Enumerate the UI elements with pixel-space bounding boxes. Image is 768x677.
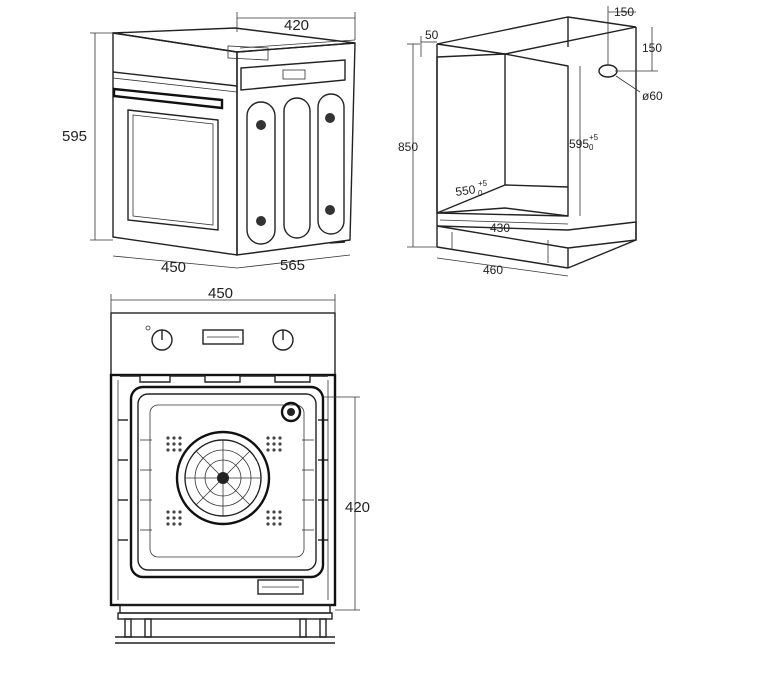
dim-cabinet-inner-width: 430	[490, 221, 510, 235]
dim-hole-diameter: ø60	[642, 89, 663, 103]
dim-cutout-depth-tol-low: 0	[478, 189, 483, 198]
screw-icon	[256, 216, 266, 226]
dim-cutout-height-tol-low: 0	[589, 143, 594, 152]
cabinet-top	[436, 16, 637, 55]
convection-fan-icon	[175, 430, 271, 526]
screw-icon	[325, 113, 335, 123]
dim-side-height: 595	[62, 128, 87, 145]
oven-3d-view: 595 420 450 565	[62, 12, 356, 276]
dim-top-depth: 420	[284, 17, 309, 34]
oven-cavity	[129, 385, 325, 579]
front-display	[202, 329, 244, 345]
dim-cabinet-offset: 50	[425, 28, 439, 42]
back-display	[282, 69, 306, 80]
dim-hole-y: 150	[642, 41, 662, 55]
oven-lamp-icon	[280, 401, 302, 423]
cabinet-view: 50 850 595 +5 0 550 +5 0 430 460 150 150…	[398, 5, 663, 277]
rating-plate	[257, 579, 304, 595]
dim-side-depth: 565	[280, 257, 305, 274]
dim-side-width: 450	[161, 259, 186, 276]
door-handle	[112, 87, 224, 110]
dim-cutout-depth-tol: +5	[478, 179, 488, 188]
dim-cutout-depth: 550	[454, 182, 476, 199]
dim-cutout-height-tol: +5	[589, 133, 599, 142]
side-cutout-left	[246, 101, 276, 245]
dim-front-door-height: 420	[345, 499, 370, 516]
dim-cabinet-outer-width: 460	[483, 263, 503, 277]
dim-front-width: 450	[208, 285, 233, 302]
back-electronics	[240, 59, 346, 91]
dim-hole-x: 150	[614, 5, 634, 19]
screw-icon	[256, 120, 266, 130]
control-strip-edge	[112, 71, 238, 87]
vent-holes	[166, 436, 282, 526]
door-window	[127, 109, 219, 231]
oven-side-panel	[236, 42, 356, 256]
oven-front-view: 450 420	[109, 285, 370, 644]
side-cutout-right	[317, 93, 345, 235]
screw-icon	[325, 205, 335, 215]
side-cutout-center	[283, 97, 311, 239]
dim-cabinet-height: 850	[398, 140, 418, 154]
oven-top-surface	[112, 27, 356, 53]
cable-hole	[598, 64, 618, 78]
dim-cutout-height: 595	[569, 137, 589, 151]
